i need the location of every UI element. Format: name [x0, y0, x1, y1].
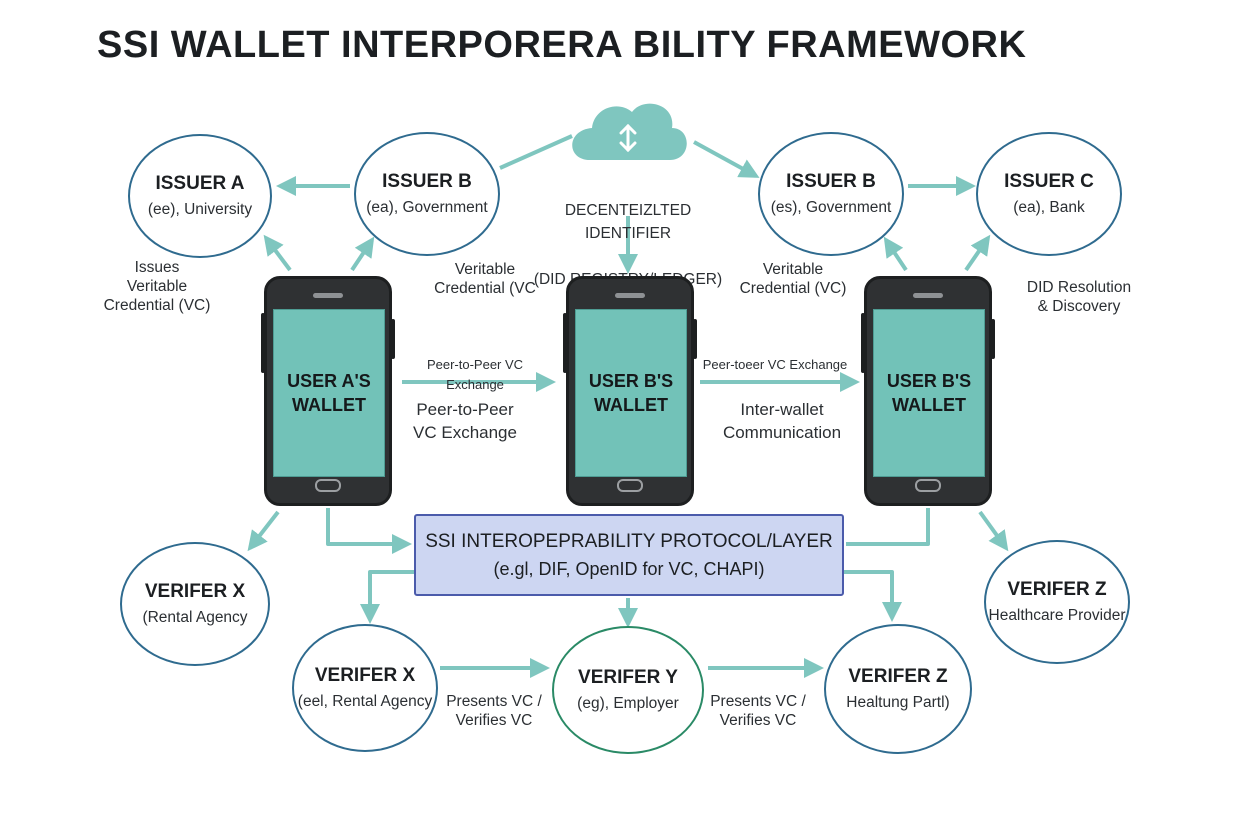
- wallet-b-label: USER B'S WALLET: [588, 371, 674, 415]
- home-button-icon[interactable]: [315, 479, 341, 492]
- verifier-x-left-subtitle: (Rental Agency: [142, 609, 248, 626]
- issuer-c-subtitle: (ea), Bank: [1013, 199, 1085, 216]
- arrow-cloud-to-issuerb-right: [693, 140, 760, 178]
- p2p-exchange-label: Peer-to-Peer VC Exchange: [413, 400, 517, 442]
- verifier-z-right-subtitle: Healthcare Provider: [988, 607, 1126, 624]
- issuer-b-left-title: ISSUER B: [382, 171, 472, 192]
- arrow-walletc-to-issuerc: [964, 234, 991, 272]
- verifier-y-subtitle: (eg), Employer: [577, 695, 679, 712]
- arrow-protocol-to-verifierz: [844, 570, 902, 622]
- arrow-walleta-to-issuera: [263, 234, 292, 272]
- issuer-b-left-subtitle: (ea), Government: [366, 199, 488, 216]
- issuer-b-right-title: ISSUER B: [786, 171, 876, 192]
- protocol-subtitle: (e.gl, DIF, OpenID for VC, CHAPI): [493, 558, 765, 579]
- arrow-walletc-to-verifierz: [978, 510, 1009, 552]
- speaker-icon: [313, 293, 343, 298]
- line-walletc-to-protocol: [846, 508, 930, 546]
- cloud-sync-icon: [572, 103, 687, 160]
- vc-right-label: Veritable Credential (VC): [739, 261, 847, 297]
- did-resolution-label: DID Resolution & Discovery: [1026, 279, 1132, 315]
- verifier-x-left-node[interactable]: VERIFER X (Rental Agency: [120, 542, 270, 666]
- verifier-x-left-title: VERIFER X: [144, 581, 246, 602]
- home-button-icon[interactable]: [915, 479, 941, 492]
- arrow-walleta-to-protocol: [326, 508, 412, 554]
- issuer-c-node[interactable]: ISSUER C (ea), Bank: [976, 132, 1122, 256]
- arrow-protocol-to-verifierx: [360, 570, 414, 624]
- verifier-z-bottom-subtitle: Healtung Partl): [846, 694, 950, 711]
- verifier-x-bottom-node[interactable]: VERIFER X (eel, Rental Agency: [292, 624, 438, 752]
- inter-wallet-label: Inter-wallet Communication: [722, 400, 842, 442]
- page-title: SSI WALLET INTERPORERA BILITY FRAMEWORK: [97, 24, 1027, 66]
- arrow-walletc-to-issuerb: [883, 236, 908, 272]
- p2p-exchange-small-right-label: Peer-toeer VC Exchange: [702, 357, 848, 372]
- issuer-a-node[interactable]: ISSUER A (ee), University: [128, 134, 272, 258]
- wallet-a-label: USER A'S WALLET: [287, 371, 371, 415]
- verifier-z-right-node[interactable]: VERIFER Z Healthcare Provider: [984, 540, 1130, 664]
- wallet-b-screen[interactable]: USER B'S WALLET: [575, 309, 687, 477]
- verifier-z-bottom-title: VERIFER Z: [848, 666, 948, 687]
- verifier-y-node[interactable]: VERIFER Y (eg), Employer: [552, 626, 704, 754]
- speaker-icon: [615, 293, 645, 298]
- wallet-b-phone[interactable]: USER B'S WALLET: [563, 276, 697, 506]
- home-button-icon[interactable]: [617, 479, 643, 492]
- verifier-x-bottom-subtitle: (eel, Rental Agency: [297, 693, 433, 710]
- wallet-a-screen[interactable]: USER A'S WALLET: [273, 309, 385, 477]
- verifier-z-bottom-node[interactable]: VERIFER Z Healtung Partl): [824, 624, 972, 754]
- wallet-c-label: USER B'S WALLET: [886, 371, 972, 415]
- presents-vc-left-label: Presents VC / Verifies VC: [446, 693, 542, 729]
- issuer-b-right-node[interactable]: ISSUER B (es), Government: [758, 132, 904, 256]
- arrow-walleta-to-issuerb: [350, 236, 375, 272]
- issuer-a-subtitle: (ee), University: [147, 201, 253, 218]
- protocol-title: SSI INTEROPEPRABILITY PROTOCOL/LAYER: [425, 530, 833, 552]
- issuer-a-title: ISSUER A: [155, 173, 245, 194]
- presents-vc-right-label: Presents VC / Verifies VC: [710, 693, 806, 729]
- registry-line-1: DECENTEIZLTED IDENTIFIER: [564, 202, 692, 242]
- verifier-x-bottom-title: VERIFER X: [314, 665, 416, 686]
- protocol-layer-box[interactable]: SSI INTEROPEPRABILITY PROTOCOL/LAYER (e.…: [414, 514, 844, 596]
- issuer-b-right-subtitle: (es), Government: [770, 199, 892, 216]
- issuer-b-left-node[interactable]: ISSUER B (ea), Government: [354, 132, 500, 256]
- issues-vc-label: Issues Veritable Credential (VC): [103, 259, 211, 314]
- vc-left-label: Veritable Credential (VC: [434, 261, 536, 297]
- p2p-exchange-small-label: Peer-to-Peer VC Exchange: [426, 357, 524, 392]
- wallet-c-screen[interactable]: USER B'S WALLET: [873, 309, 985, 477]
- arrow-walleta-to-verifierx: [247, 510, 280, 552]
- wallet-c-phone[interactable]: USER B'S WALLET: [861, 276, 995, 506]
- wallet-a-phone[interactable]: USER A'S WALLET: [261, 276, 395, 506]
- line-issuerb-to-cloud: [499, 134, 573, 170]
- verifier-z-right-title: VERIFER Z: [1007, 579, 1107, 600]
- verifier-y-title: VERIFER Y: [578, 667, 678, 688]
- speaker-icon: [913, 293, 943, 298]
- issuer-c-title: ISSUER C: [1004, 171, 1094, 192]
